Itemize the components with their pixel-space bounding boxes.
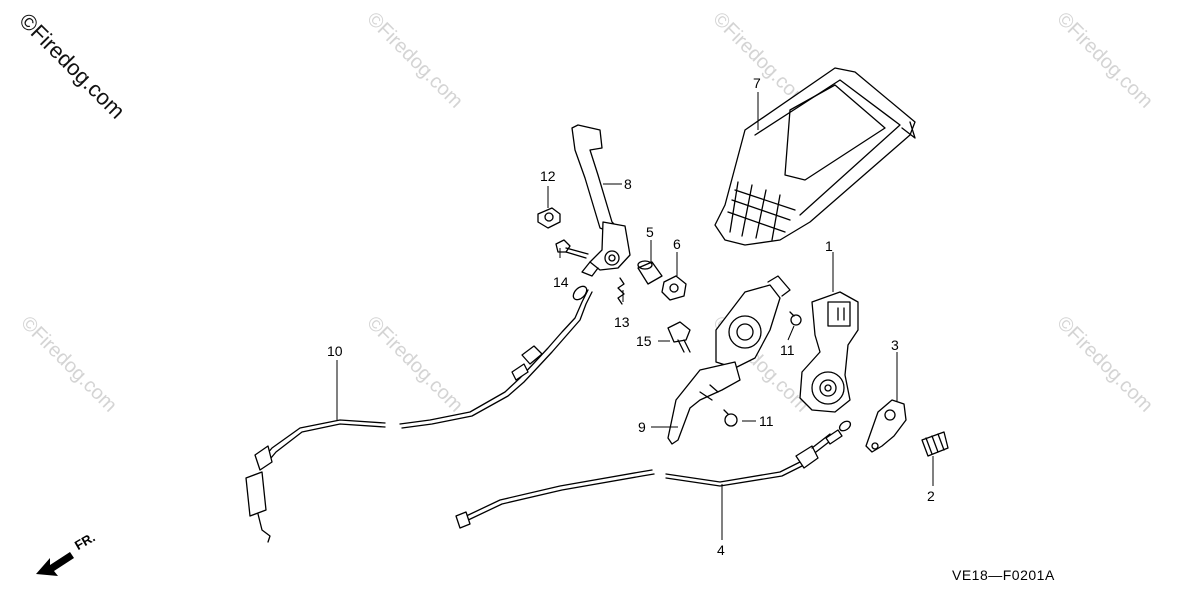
callout-12: 12 <box>540 168 556 184</box>
spring-2 <box>921 431 949 457</box>
callout-5: 5 <box>646 224 654 240</box>
nut-6 <box>661 275 687 301</box>
nut-12 <box>537 207 561 229</box>
bolt-14 <box>555 239 589 259</box>
callout-1: 1 <box>825 238 833 254</box>
collar-5 <box>637 260 663 285</box>
cable-4 <box>455 420 852 529</box>
callout-13: 13 <box>614 314 630 330</box>
callout-6: 6 <box>673 236 681 252</box>
callout-9: 9 <box>638 419 646 435</box>
spring-13 <box>617 277 625 305</box>
callout-7: 7 <box>753 75 761 91</box>
cable-10 <box>245 285 593 543</box>
front-direction-arrow <box>36 552 74 576</box>
callout-2: 2 <box>927 488 935 504</box>
throttle-grip-1 <box>799 291 859 413</box>
callout-8: 8 <box>624 176 632 192</box>
screw-11-upper <box>789 311 802 326</box>
diagram-code: VE18—F0201A <box>952 567 1055 583</box>
bracket-9 <box>667 275 791 445</box>
leader-lines <box>336 92 934 540</box>
disc-3 <box>865 399 907 453</box>
lever-part <box>571 124 631 277</box>
callout-15: 15 <box>636 333 652 349</box>
cover-part <box>714 67 916 246</box>
callout-4: 4 <box>717 542 725 558</box>
bolt-15 <box>667 321 691 353</box>
callout-11-upper: 11 <box>780 342 795 358</box>
callout-14: 14 <box>553 274 569 290</box>
callout-10: 10 <box>327 343 343 359</box>
callout-11-lower: 11 <box>759 413 774 429</box>
screw-11-lower <box>723 409 738 427</box>
callout-3: 3 <box>891 337 899 353</box>
